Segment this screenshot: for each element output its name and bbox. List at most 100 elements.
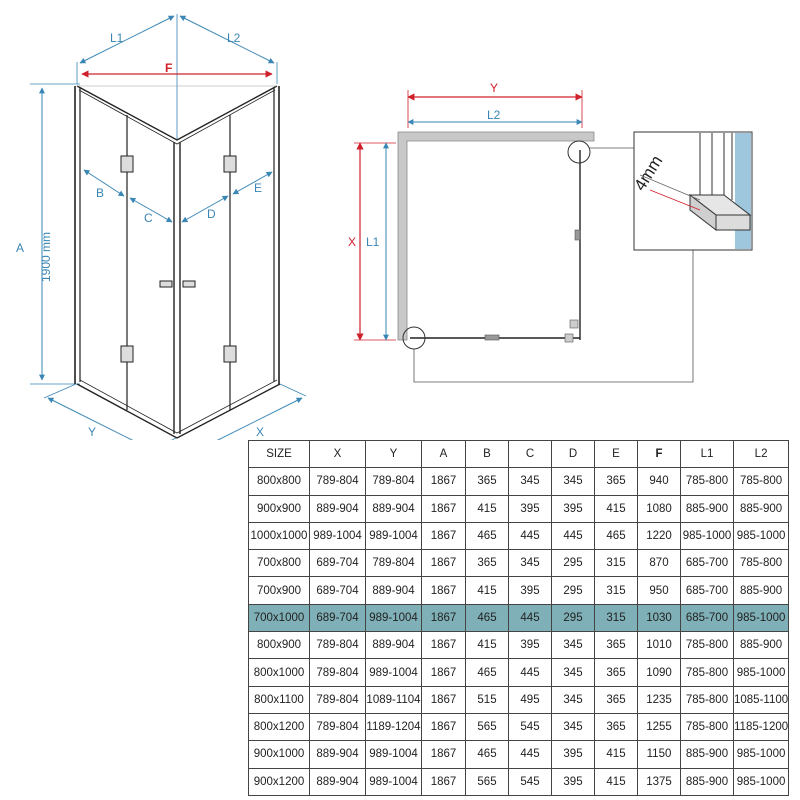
table-cell: 1867 [421, 740, 466, 769]
table-header-cell: Y [365, 439, 422, 469]
table-cell: 1090 [637, 658, 681, 687]
table-cell: 889-904 [365, 576, 422, 605]
table-cell: 800x900 [248, 631, 310, 660]
label-L2: L2 [227, 31, 241, 45]
table-cell: 889-904 [309, 767, 366, 796]
table-header-cell: C [508, 439, 552, 469]
table-cell: 445 [508, 740, 552, 769]
table-cell: 985-1000 [680, 521, 734, 551]
table-cell: 785-800 [680, 685, 734, 714]
table-cell: 345 [551, 658, 595, 687]
table-cell: 395 [551, 740, 595, 769]
label-height: 1900 mm [39, 232, 53, 282]
table-cell: 445 [508, 521, 552, 551]
label-B: B [96, 186, 104, 200]
table-cell: 800x800 [248, 467, 310, 496]
table-cell: 345 [551, 712, 595, 742]
table-cell: 800x1000 [248, 658, 310, 687]
table-cell: 885-900 [680, 767, 734, 796]
table-cell: 950 [637, 576, 681, 605]
table-cell: 1150 [637, 740, 681, 769]
table-cell: 345 [508, 549, 552, 578]
table-cell: 345 [551, 467, 595, 496]
table-cell: 685-700 [680, 603, 734, 633]
table-cell: 789-804 [309, 712, 366, 742]
table-cell: 515 [465, 685, 509, 714]
label-D: D [207, 207, 216, 221]
table-cell: 465 [594, 521, 638, 551]
table-cell: 985-1000 [732, 767, 790, 796]
table-cell: 885-900 [732, 494, 790, 523]
table-cell: 1867 [421, 549, 466, 578]
table-cell: 365 [594, 658, 638, 687]
table-cell: 415 [594, 740, 638, 769]
table-cell: 445 [508, 658, 552, 687]
table-cell: 1220 [637, 521, 681, 551]
table-cell: 1089-1104 [365, 685, 422, 714]
table-cell: 1030 [637, 603, 681, 633]
table-header-cell: B [465, 439, 509, 469]
table-cell: 789-804 [365, 549, 422, 578]
table-cell: 785-800 [680, 712, 734, 742]
detail-inset: 4mm [630, 131, 753, 251]
table-cell: 1000x1000 [248, 521, 310, 551]
table-cell: 345 [508, 467, 552, 496]
table-cell: 700x900 [248, 576, 310, 605]
table-cell: 1867 [421, 685, 466, 714]
table-cell: 685-700 [680, 576, 734, 605]
table-cell: 445 [508, 603, 552, 633]
table-header-cell: X [309, 439, 366, 469]
label-L1: L1 [110, 31, 124, 45]
table-cell: 689-704 [309, 549, 366, 578]
table-cell: 1189-1204 [365, 712, 422, 742]
table-cell: 1867 [421, 494, 466, 523]
table-cell: 985-1000 [732, 521, 790, 551]
plan-label-X: X [348, 235, 356, 249]
table-cell: 345 [551, 631, 595, 660]
label-A: A [16, 241, 24, 255]
table-cell: 1185-1200 [732, 712, 790, 742]
table-cell: 545 [508, 712, 552, 742]
table-header-cell: E [594, 439, 638, 469]
table-cell: 785-800 [680, 467, 734, 496]
table-cell: 1867 [421, 712, 466, 742]
label-F: F [165, 61, 172, 75]
table-cell: 800x1200 [248, 712, 310, 742]
table-cell: 789-804 [309, 685, 366, 714]
table-cell: 789-804 [309, 631, 366, 660]
table-cell: 1255 [637, 712, 681, 742]
table-cell: 889-904 [309, 740, 366, 769]
table-cell: 395 [508, 631, 552, 660]
table-cell: 545 [508, 767, 552, 796]
label-E: E [254, 181, 262, 195]
table-cell: 445 [551, 521, 595, 551]
table-cell: 315 [594, 576, 638, 605]
table-cell: 395 [508, 494, 552, 523]
table-cell: 345 [551, 685, 595, 714]
table-cell: 900x1200 [248, 767, 310, 796]
table-cell: 395 [551, 767, 595, 796]
table-cell: 989-1004 [365, 658, 422, 687]
table-cell: 365 [594, 712, 638, 742]
table-cell: 365 [594, 467, 638, 496]
table-cell: 785-800 [680, 658, 734, 687]
table-cell: 565 [465, 767, 509, 796]
table-cell: 315 [594, 603, 638, 633]
table-header-cell: L1 [680, 439, 734, 469]
table-header-cell: A [421, 439, 466, 469]
table-cell: 989-1004 [365, 740, 422, 769]
table-cell: 785-800 [732, 467, 790, 496]
label-X: X [256, 425, 264, 439]
table-cell: 415 [465, 631, 509, 660]
table-cell: 889-904 [365, 494, 422, 523]
table-cell: 985-1000 [732, 740, 790, 769]
table-cell: 1375 [637, 767, 681, 796]
table-cell: 885-900 [680, 494, 734, 523]
table-cell: 940 [637, 467, 681, 496]
table-cell: 1010 [637, 631, 681, 660]
table-cell: 365 [594, 685, 638, 714]
table-cell: 685-700 [680, 549, 734, 578]
table-cell: 700x1000 [248, 603, 310, 633]
